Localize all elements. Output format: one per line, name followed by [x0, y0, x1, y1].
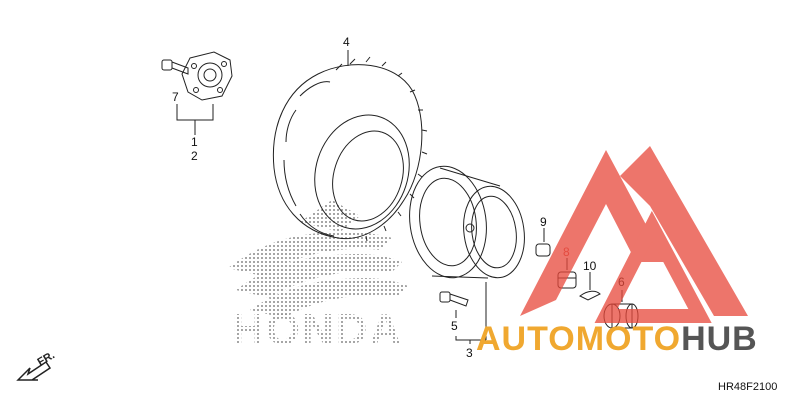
hub-stud-bolt: [161, 59, 189, 75]
front-direction-arrow: FR.: [16, 349, 57, 381]
callout-4: 4: [343, 35, 350, 49]
cap-nut-9: [535, 243, 551, 257]
bracket-1-7: [176, 104, 214, 121]
callout-7: 7: [172, 90, 179, 104]
callout-3: 3: [466, 346, 473, 360]
callout-5: 5: [451, 319, 458, 333]
callout-2: 2: [191, 149, 198, 163]
direction-label: FR.: [36, 349, 57, 368]
valve-stem: [439, 291, 469, 307]
callout-10: 10: [583, 259, 597, 273]
watermark-brand-part1: AUTOMOTO: [476, 320, 681, 358]
diagram-code: HR48F2100: [718, 381, 777, 393]
callout-1: 1: [191, 135, 198, 149]
bracket-3-5: [455, 336, 486, 341]
watermark-text: AUTOMOTOHUB: [476, 320, 758, 358]
watermark-logo: [520, 146, 748, 323]
callout-9: 9: [540, 215, 547, 229]
watermark-brand-part2: HUB: [681, 320, 758, 358]
hub-plate: [181, 51, 233, 101]
wheel-rim: [409, 165, 525, 279]
honda-wing-logo: [228, 200, 408, 318]
cotter-pin-10: [579, 290, 601, 301]
honda-background-text: HONDA: [232, 305, 403, 354]
